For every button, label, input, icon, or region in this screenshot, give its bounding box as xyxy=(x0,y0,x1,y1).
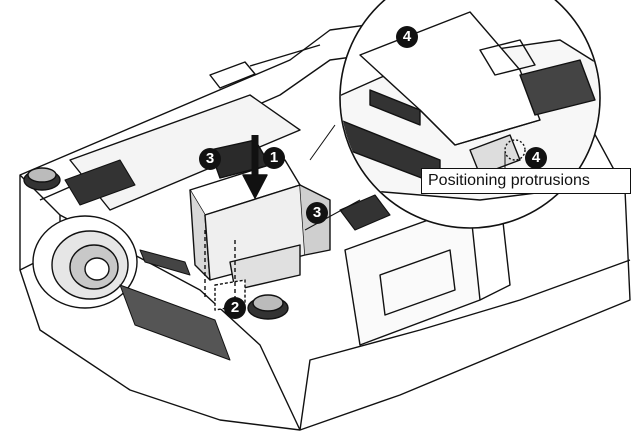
front-vent xyxy=(119,249,231,361)
insert-arrow xyxy=(242,135,268,199)
positioning-protrusions-label: Positioning protrusions xyxy=(421,168,631,194)
step-4-badge-side: 4 xyxy=(525,147,547,169)
step-3-badge-right: 3 xyxy=(306,202,328,224)
front-lens xyxy=(32,215,138,309)
step-1-badge: 1 xyxy=(263,147,285,169)
adjust-knobs xyxy=(23,167,289,320)
step-2-badge: 2 xyxy=(224,297,246,319)
zoom-inset xyxy=(304,0,601,231)
top-vent xyxy=(64,159,391,231)
step-3-badge-left: 3 xyxy=(199,148,221,170)
step-4-badge-top: 4 xyxy=(396,26,418,48)
